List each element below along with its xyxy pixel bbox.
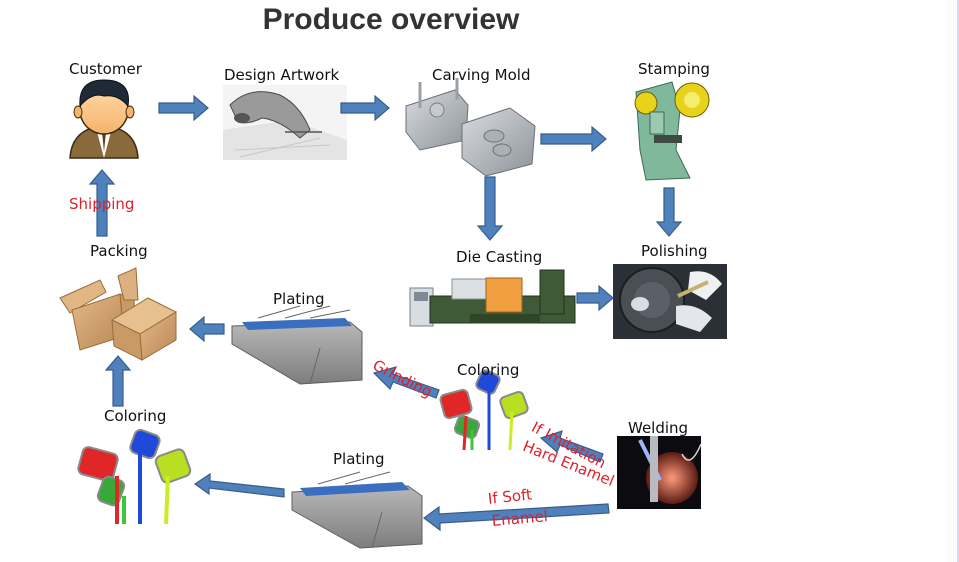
- arrow-design-to-mold: [340, 94, 390, 122]
- step-label-coloring-middle: Coloring: [457, 361, 520, 379]
- step-label-carving-mold: Carving Mold: [432, 66, 531, 84]
- coloring-cans-lower-image: [77, 428, 192, 525]
- customer-avatar-icon: [69, 79, 139, 159]
- packing-boxes-image: [59, 267, 178, 361]
- arrow-lower-coloring-to-packing: [104, 355, 132, 407]
- right-pane: [947, 0, 957, 562]
- coloring-cans-middle-image: [439, 369, 529, 451]
- arrow-customer-to-design: [158, 94, 209, 122]
- step-label-stamping: Stamping: [638, 60, 710, 78]
- arrow-plating-to-packing: [189, 315, 225, 343]
- welding-image: [617, 436, 702, 509]
- step-label-plating-upper: Plating: [273, 290, 325, 308]
- vertical-scrollbar[interactable]: [957, 0, 959, 562]
- step-label-packing: Packing: [90, 242, 148, 260]
- arrow-stamping-to-polishing: [655, 187, 683, 237]
- step-label-polishing: Polishing: [641, 242, 708, 260]
- polishing-image: [613, 264, 727, 339]
- die-casting-machine-image: [409, 269, 576, 327]
- carving-mold-image: [405, 78, 536, 177]
- arrow-imitation-hard-enamel: [539, 430, 604, 463]
- arrow-packing-to-customer: [88, 169, 116, 237]
- arrow-diecasting-to-polishing: [576, 284, 614, 312]
- plating-line-upper-image: [231, 305, 363, 385]
- step-label-welding: Welding: [628, 419, 689, 437]
- step-label-customer: Customer: [69, 60, 142, 78]
- arrow-mold-to-diecasting: [476, 176, 504, 241]
- step-label-die-casting: Die Casting: [456, 248, 543, 266]
- step-label-design-artwork: Design Artwork: [224, 66, 340, 84]
- annotation-shipping: Shipping: [69, 195, 135, 213]
- page-title: Produce overview: [262, 3, 520, 36]
- arrow-mold-to-stamping: [540, 125, 607, 153]
- plating-line-lower-image: [291, 471, 423, 549]
- arrow-lower-plating-to-coloring: [193, 472, 285, 498]
- stamping-press-image: [634, 81, 710, 181]
- arrow-soft-enamel: [422, 503, 610, 532]
- arrow-grinding: [372, 366, 440, 399]
- step-label-plating-lower: Plating: [333, 450, 385, 468]
- step-label-coloring-lower: Coloring: [104, 407, 167, 425]
- design-artwork-image: [223, 85, 347, 160]
